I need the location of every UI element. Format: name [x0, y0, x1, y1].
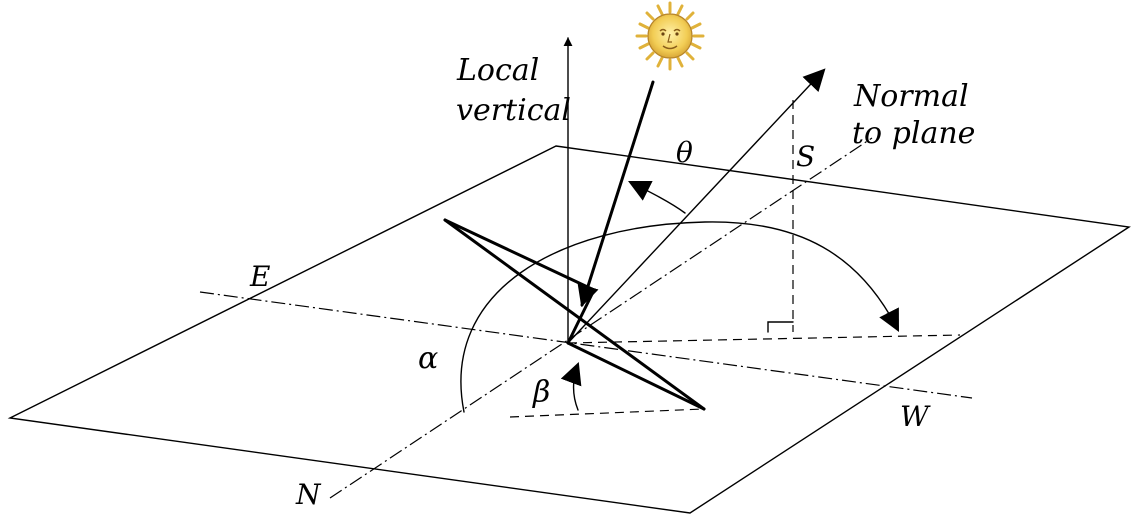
north-south-axis: [329, 137, 873, 499]
east-label: E: [249, 260, 270, 293]
north-label: N: [295, 478, 322, 511]
tilted-plane-edge: [566, 288, 596, 345]
tilted-plane-edge: [566, 341, 706, 411]
local-vertical-label-line2: vertical: [456, 93, 571, 128]
local-vertical-label-line1: Local: [456, 53, 539, 88]
azimuth-arc-alpha: [460, 221, 899, 413]
theta-label: θ: [676, 136, 693, 169]
normal-projection-line: [567, 334, 961, 344]
horizontal-plane: [7, 145, 1131, 514]
right-angle-mark: [767, 321, 794, 333]
tilt-angle-arc-beta: [560, 361, 582, 411]
tilted-plane-edge: [443, 218, 596, 292]
tilted-plane-edge: [443, 218, 706, 411]
west-label: W: [900, 400, 931, 433]
south-label: S: [796, 140, 815, 173]
sun-ray-arrow: [577, 80, 655, 308]
sun-face-icon: [635, 1, 705, 71]
incidence-angle-arc-theta: [628, 181, 686, 214]
alpha-label: α: [418, 341, 438, 376]
east-west-axis: [199, 291, 973, 399]
beta-label: β: [532, 375, 550, 410]
normal-to-plane-label-line1: Normal: [853, 79, 969, 114]
normal-to-plane-label-line2: to plane: [852, 116, 975, 151]
normal-to-plane-arrow: [567, 68, 826, 344]
beta-reference-line: [509, 408, 705, 418]
